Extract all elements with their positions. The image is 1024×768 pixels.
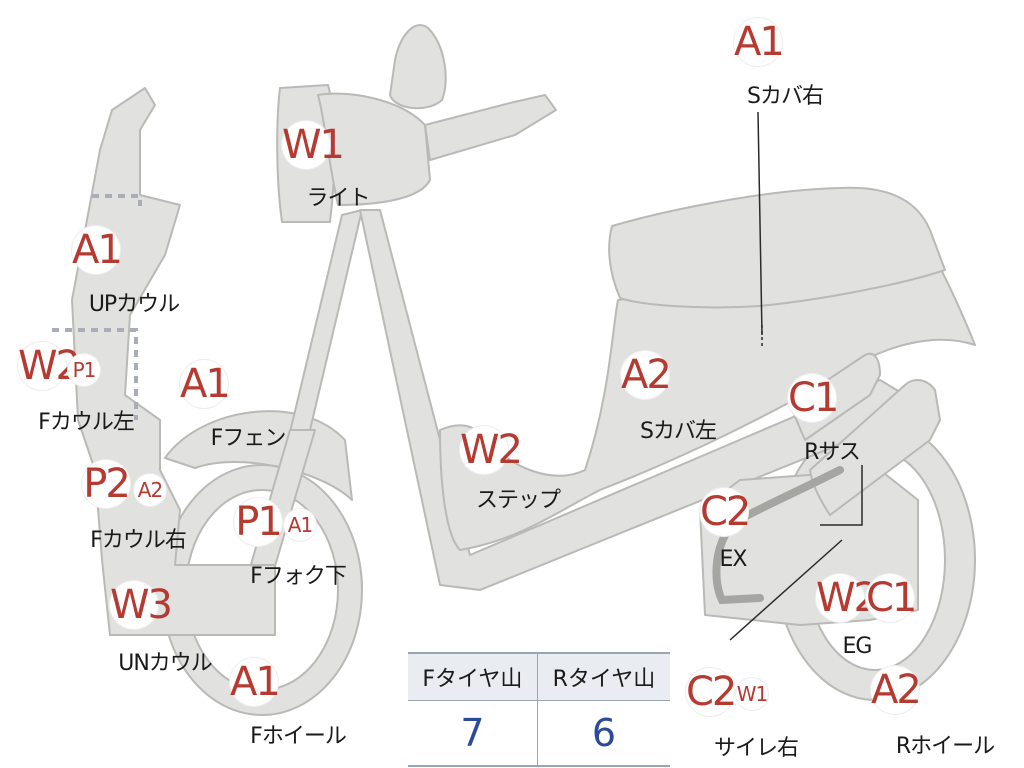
part-label-light: ライト [306, 186, 370, 211]
code-badge: W3 [110, 581, 173, 629]
code-badge: A1 [734, 18, 785, 66]
code-badge-small: A2 [134, 474, 166, 506]
part-label-exhaust: EX [719, 547, 748, 572]
code-badge: A1 [72, 226, 123, 274]
front-wheel-shape [161, 464, 363, 716]
tire-header-rear: Rタイヤ山 [536, 653, 670, 701]
code-badge-small: W1 [736, 678, 768, 710]
part-label-s-cover-left: Sカバ左 [640, 419, 717, 444]
part-label-f-wheel: Fホイール [250, 724, 347, 749]
code-badge: P1 [234, 498, 283, 546]
part-label-f-fork-lower: Fフォク下 [250, 564, 347, 589]
code-badge-small: A1 [284, 509, 316, 541]
part-label-f-cowl-right: Fカウル右 [90, 528, 187, 553]
code-badge-small: P1 [68, 354, 100, 386]
code-badge: A1 [230, 658, 281, 706]
code-badge: C1 [788, 374, 839, 422]
code-badge: W2 [18, 342, 81, 390]
part-label-r-suspension: Rサス [804, 440, 861, 465]
handlebar-shape [424, 94, 557, 161]
code-badge: C2 [686, 668, 737, 716]
tire-value-rear: 6 [536, 700, 670, 766]
part-label-engine: EG [842, 634, 873, 659]
part-label-s-cover-right: Sカバ右 [747, 84, 824, 109]
code-badge: A2 [621, 351, 672, 399]
code-badge: C1 [866, 574, 917, 622]
steering-stem-shape [289, 209, 363, 433]
part-label-under-cowl: UNカウル [118, 651, 213, 676]
code-badge: A1 [180, 360, 231, 408]
part-label-muffler-right: サイレ右 [713, 736, 799, 761]
tire-value-front: 7 [460, 711, 485, 755]
mirror-shape [389, 24, 447, 110]
part-label-up-cowl: UPカウル [88, 292, 180, 317]
code-badge: W1 [282, 121, 345, 169]
part-label-f-cowl-left: Fカウル左 [38, 410, 135, 435]
seat-shape [608, 186, 946, 309]
part-label-f-fender: Fフェン [210, 426, 287, 451]
rear-body-shape [439, 257, 976, 551]
code-badge: W2 [460, 426, 523, 474]
code-badge: C2 [700, 488, 751, 536]
code-badge: W2 [816, 574, 879, 622]
code-badge: P2 [82, 460, 131, 508]
part-label-r-wheel: Rホイール [895, 734, 995, 759]
tire-header-front: Fタイヤ山 [408, 653, 538, 701]
part-label-step: ステップ [475, 488, 561, 513]
tire-tread-table: Fタイヤ山 Rタイヤ山 7 6 [408, 652, 670, 767]
code-badge: A2 [871, 666, 922, 714]
